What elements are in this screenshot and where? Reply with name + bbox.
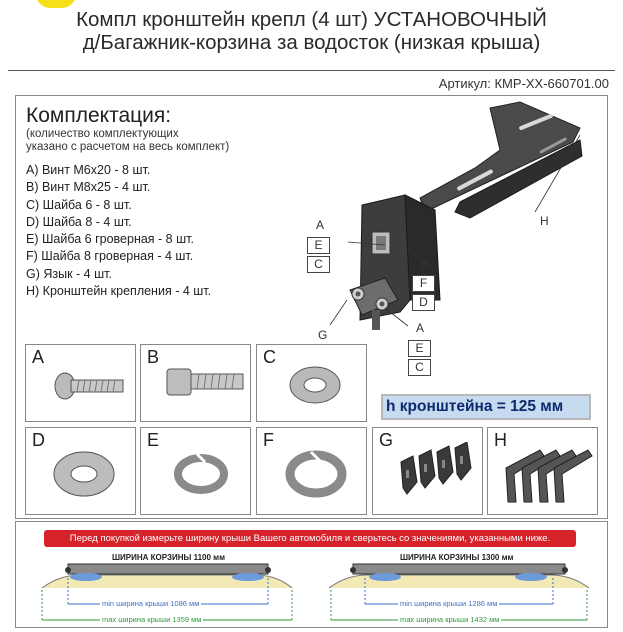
kit-item: G) Язык - 4 шт. [26, 266, 112, 281]
kit-item: F) Шайба 8 гроверная - 4 шт. [26, 249, 194, 264]
kit-item: C) Шайба 6 - 8 шт. [26, 197, 132, 212]
tongue-image [400, 442, 472, 495]
screw-m6-image [54, 372, 124, 400]
title-divider [8, 70, 615, 71]
part-box-a: A [25, 344, 136, 422]
callout-right-e: E [408, 340, 431, 357]
bracket-height-text: h кронштейна = 125 мм [386, 398, 564, 415]
page-title: Компл кронштейн крепл (4 шт) УСТАНОВОЧНЫ… [10, 8, 613, 54]
roof-width-warning: Перед покупкой измерьте ширину крыши Ваш… [44, 530, 576, 547]
drawing-label-g: G [318, 328, 328, 342]
max-roof-width-1300: max ширина крыши 1432 мм [398, 615, 502, 624]
min-roof-width-1100: min ширина крыши 1086 мм [100, 599, 202, 608]
kit-heading: Комплектация: [26, 104, 172, 127]
spring-washer-6-image [174, 452, 228, 494]
main-panel [15, 95, 608, 519]
callout-left-a: A [316, 218, 325, 232]
bracket-assembly-drawing [329, 101, 583, 330]
part-box-b: B [140, 344, 251, 422]
kit-item: A) Винт М6х20 - 8 шт. [26, 163, 151, 177]
article-number: Артикул: КМР-XX-660701.00 [438, 76, 609, 91]
washer-8-image [53, 451, 115, 497]
part-box-f: F [256, 427, 367, 515]
part-box-c: C [256, 344, 367, 422]
roof-width-panel [15, 521, 608, 628]
kit-note-line-1: (количество комплектующих [26, 128, 179, 140]
kit-item: D) Шайба 8 - 4 шт. [26, 214, 132, 229]
title-line-2: д/Багажник-корзина за водосток (низкая к… [82, 31, 541, 54]
spring-washer-8-image [285, 450, 347, 498]
part-label: H [494, 430, 507, 450]
roof-diagram-1100 [41, 563, 293, 621]
kit-note: (количество комплектующих указано с расч… [26, 128, 229, 154]
callout-right-d: D [412, 294, 435, 311]
part-box-e: E [140, 427, 251, 515]
kit-item: H) Кронштейн крепления - 4 шт. [26, 284, 212, 299]
kit-note-line-2: указано с расчетом на весь комплект) [26, 141, 230, 153]
bracket-image [505, 449, 593, 503]
brand-logo-fragment [36, 0, 76, 8]
kit-item: E) Шайба 6 гроверная - 8 шт. [26, 232, 194, 247]
part-label: G [379, 430, 394, 450]
part-box-h: H [487, 427, 598, 515]
callout-right-b: B [420, 257, 429, 271]
part-label: F [263, 430, 274, 450]
max-roof-width-1100: max ширина крыши 1359 мм [100, 615, 204, 624]
kit-list: A) Винт М6х20 - 8 шт. B) Винт М8х25 - 4 … [26, 162, 211, 300]
basket-width-1300: ШИРИНА КОРЗИНЫ 1300 мм [400, 553, 514, 562]
drawing-label-h: H [540, 214, 549, 228]
bracket-height-note: h кронштейна = 125 мм [381, 394, 591, 420]
part-label: A [32, 347, 45, 367]
part-label: C [263, 347, 276, 367]
part-label: B [147, 347, 160, 367]
callout-right-f: F [412, 275, 435, 292]
callout-left-e: E [307, 237, 330, 254]
kit-item: B) Винт М8х25 - 4 шт. [26, 180, 151, 195]
callout-right-c: C [408, 359, 431, 376]
basket-width-1100: ШИРИНА КОРЗИНЫ 1100 мм [112, 553, 225, 562]
part-label: E [147, 430, 160, 450]
callout-right-a: A [416, 321, 425, 335]
screw-m8-image [166, 368, 244, 396]
min-roof-width-1300: min ширина крыши 1286 мм [398, 599, 500, 608]
part-label: D [32, 430, 45, 450]
title-line-1: Компл кронштейн крепл (4 шт) УСТАНОВОЧНЫ… [76, 8, 547, 31]
part-box-d: D [25, 427, 136, 515]
washer-6-image [289, 366, 341, 404]
part-box-g: G [372, 427, 483, 515]
callout-left-c: C [307, 256, 330, 273]
